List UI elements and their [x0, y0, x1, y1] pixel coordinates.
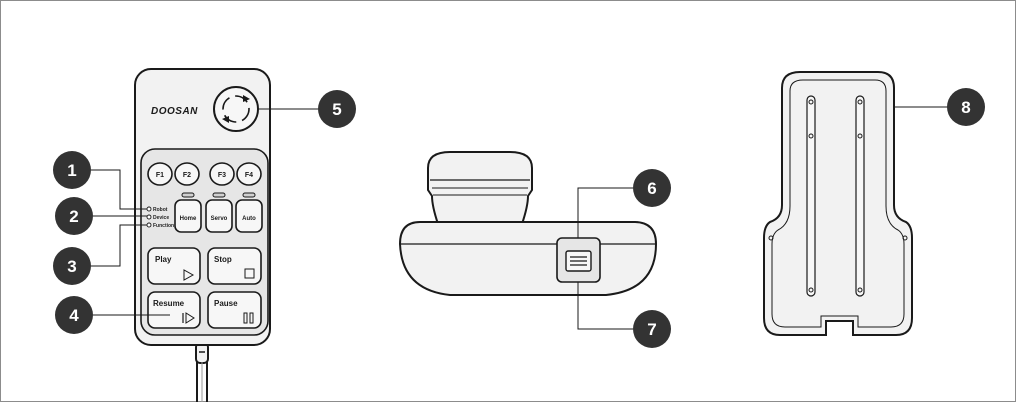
status-indicators: Robot Device Function — [146, 206, 174, 229]
stop-button-label: Stop — [214, 255, 232, 264]
servo-button-label: Servo — [211, 216, 228, 222]
auto-button-label: Auto — [242, 216, 256, 222]
pendant-holder — [763, 71, 913, 336]
stop-square-icon — [244, 268, 255, 279]
resume-bar-triangle-icon — [182, 312, 195, 324]
function-key-label: F3 — [218, 172, 226, 179]
function-key-label: F1 — [156, 172, 164, 179]
callout-7: 7 — [633, 310, 671, 348]
leader-lines — [91, 106, 948, 330]
pendant-cable — [195, 342, 209, 402]
play-button[interactable]: Play — [147, 247, 201, 285]
callout-8: 8 — [947, 88, 985, 126]
pendant-side-view — [398, 151, 658, 296]
teach-pendant: DOOSAN F1 F2 — [134, 68, 271, 402]
function-key-f3[interactable]: F3 — [209, 162, 235, 186]
brand-logo: DOOSAN — [151, 106, 198, 117]
usb-port-icon — [565, 250, 592, 272]
callout-5: 5 — [318, 90, 356, 128]
function-keys: F1 F2 F3 F4 — [147, 162, 262, 186]
home-button-label: Home — [180, 216, 197, 222]
leader-line-1 — [91, 169, 147, 210]
home-button[interactable]: Home — [174, 192, 202, 233]
pause-bars-icon — [243, 312, 254, 324]
indicator-label-function: Function — [153, 223, 174, 229]
indicator-led-robot — [146, 206, 152, 212]
servo-button[interactable]: Servo — [205, 192, 233, 233]
play-triangle-icon — [183, 269, 195, 281]
function-key-label: F2 — [183, 172, 191, 179]
holder-body — [763, 71, 913, 336]
svg-text:1: 1 — [67, 161, 76, 180]
svg-text:4: 4 — [69, 306, 79, 325]
indicator-led-function — [146, 222, 152, 228]
indicator-led-device — [146, 214, 152, 220]
callout-1: 1 — [53, 151, 91, 189]
mode-buttons: Home Servo Auto — [174, 192, 263, 233]
svg-text:8: 8 — [961, 98, 970, 117]
side-body — [398, 221, 658, 296]
pause-button[interactable]: Pause — [207, 291, 262, 329]
callout-6: 6 — [633, 169, 671, 207]
holder-inner-outline — [771, 79, 905, 328]
leader-line-3 — [91, 224, 147, 267]
leader-line-6 — [577, 187, 633, 238]
holder-rail-right — [855, 95, 865, 297]
callout-2: 2 — [55, 197, 93, 235]
function-key-f4[interactable]: F4 — [236, 162, 262, 186]
resume-button[interactable]: Resume — [147, 291, 201, 329]
indicator-label-device: Device — [153, 215, 169, 221]
svg-text:3: 3 — [67, 257, 76, 276]
button-panel — [140, 148, 269, 336]
play-button-label: Play — [155, 255, 172, 264]
svg-text:2: 2 — [69, 207, 78, 226]
callout-4: 4 — [55, 296, 93, 334]
auto-button[interactable]: Auto — [235, 192, 263, 233]
pause-button-label: Pause — [214, 299, 238, 308]
indicator-label-robot: Robot — [153, 207, 168, 213]
resume-button-label: Resume — [153, 299, 185, 308]
stop-button[interactable]: Stop — [207, 247, 262, 285]
function-key-f2[interactable]: F2 — [174, 162, 200, 186]
svg-text:6: 6 — [647, 179, 656, 198]
callout-3: 3 — [53, 247, 91, 285]
holder-rail-left — [806, 95, 816, 297]
rotate-arrows-icon — [243, 95, 250, 102]
svg-text:7: 7 — [647, 320, 656, 339]
function-key-label: F4 — [245, 172, 253, 179]
leader-line-7 — [577, 282, 633, 330]
function-key-f1[interactable]: F1 — [147, 162, 173, 186]
jog-knob[interactable] — [213, 86, 259, 132]
svg-text:5: 5 — [332, 100, 341, 119]
